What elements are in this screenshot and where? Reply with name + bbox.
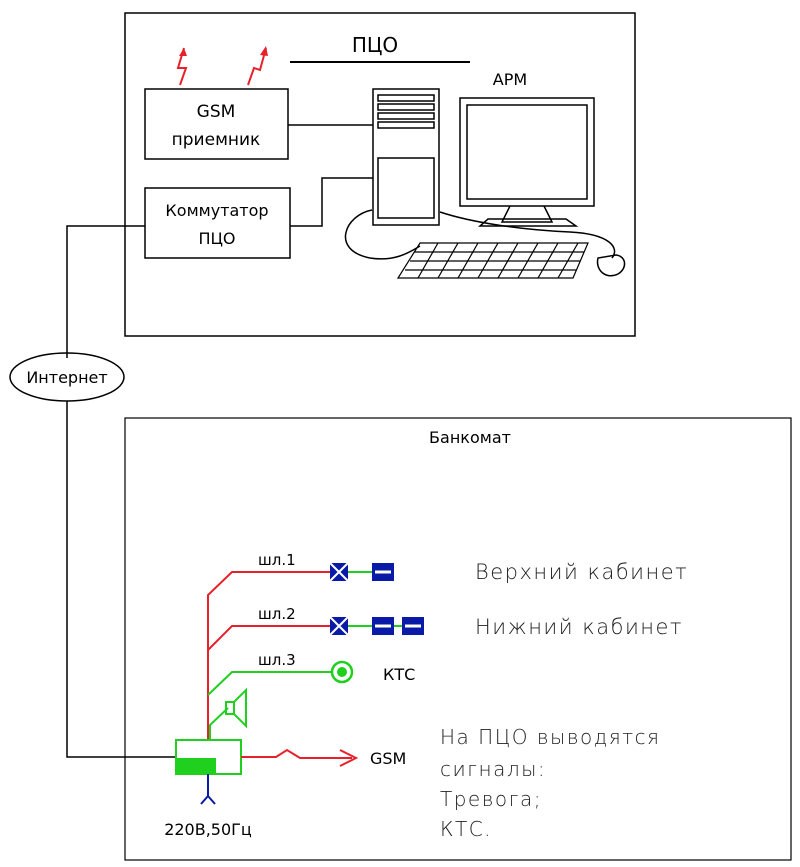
loop-2-label: шл.2 [258,605,296,623]
pco-switch-box [144,187,291,259]
arm-label: АРМ [493,70,527,89]
signals-note-line2: сигналы: [440,757,546,781]
signals-note-line3: Тревога; [440,787,542,811]
computer-tower-icon [372,88,440,226]
kts-label: КТС [383,665,415,684]
atm-title: Банкомат [429,428,511,447]
siren-wire [209,707,229,740]
signals-note-line1: На ПЦО выводятся [440,725,660,749]
control-panel-module [176,758,216,774]
lower-cabinet-sensors [329,616,424,636]
power-label: 220В,50Гц [164,820,252,839]
loop-1-label: шл.1 [258,551,296,569]
gsm-transmit-arrow-icon [339,749,359,767]
gsm-receiver-label-line1: GSM [197,102,236,122]
pco-frame [124,12,636,337]
internet-to-atm-line [66,401,176,758]
pco-switch-label-line2: ПЦО [198,229,235,248]
loop-3-wire [207,671,332,696]
gsm-receiver-label-line2: приемник [172,130,261,150]
lower-cabinet-label: Нижний кабинет [475,615,683,639]
upper-cabinet-sensors [329,562,394,582]
power-connector-icon [200,794,216,805]
keyboard-cable [344,209,421,260]
loop-1-wire [207,571,332,740]
pco-title: ПЦО [352,33,398,57]
siren-icon [225,687,247,729]
internet-label: Интернет [26,368,107,387]
gsm-receiver-box [144,88,289,160]
loop-3-label: шл.3 [258,651,296,669]
upper-cabinet-label: Верхний кабинет [475,560,688,584]
mouse-icon [596,254,626,277]
gsm-transmit-wire [241,748,352,759]
switch-to-internet-line [66,225,145,358]
antenna-signal-icon [176,47,188,86]
pco-switch-label-line1: Коммутатор [165,201,268,220]
loop-2-wire [207,625,332,651]
signals-note-line4: КТС. [440,817,492,841]
panic-button-icon-center [337,667,347,677]
monitor-icon [459,97,595,227]
antenna-signal-icon [247,46,268,86]
atm-frame [124,417,792,861]
mouse-cable [439,211,616,259]
keyboard-icon [396,242,589,279]
switch-to-pc-line [290,177,373,227]
panic-button-icon [330,660,354,684]
gsm-label: GSM [370,749,406,768]
